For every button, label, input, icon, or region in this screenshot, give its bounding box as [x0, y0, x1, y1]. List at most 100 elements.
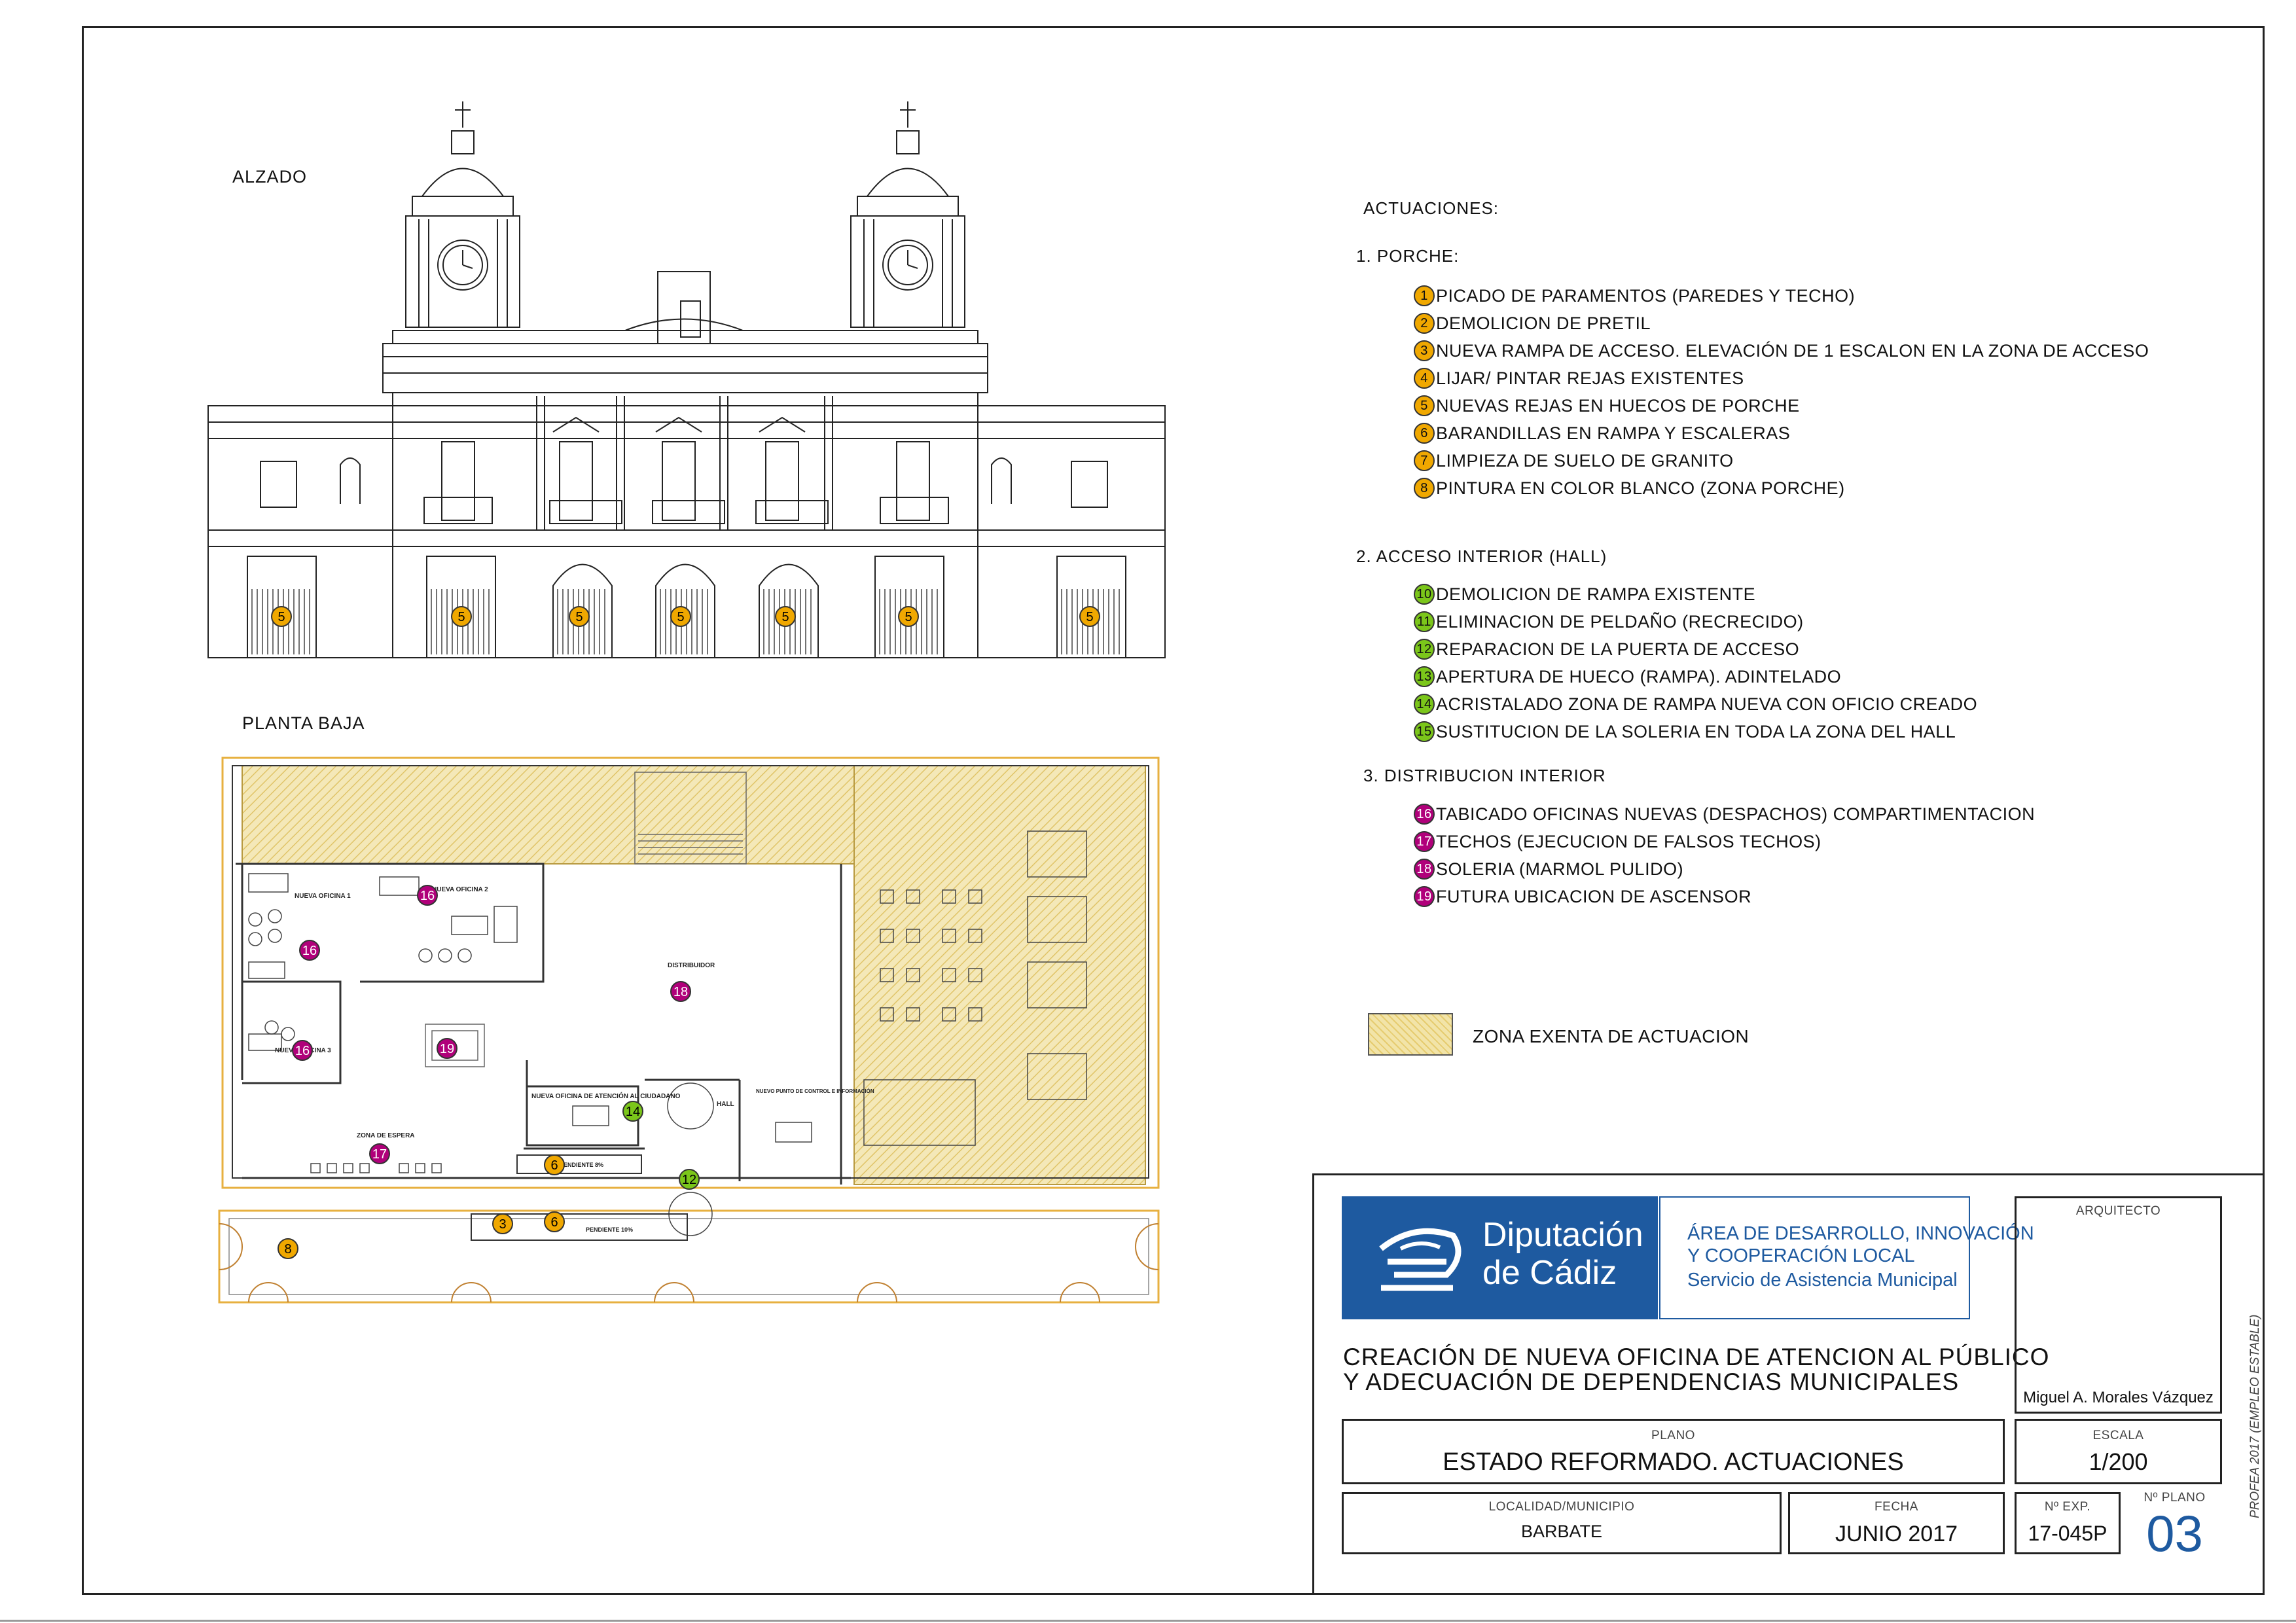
expediente-label: Nº EXP. [2044, 1500, 2091, 1514]
list-item-text: APERTURA DE HUECO (RAMPA). ADINTELADO [1436, 666, 1842, 687]
marker-badge: 1 [1414, 285, 1435, 306]
expediente-value: 17-045P [2028, 1522, 2108, 1545]
architect-name: Miguel A. Morales Vázquez [2023, 1389, 2214, 1406]
plan-marker-19: 19 [437, 1038, 457, 1059]
elevation-marker-5: 5 [1079, 606, 1100, 627]
list-item-text: SUSTITUCION DE LA SOLERIA EN TODA LA ZON… [1436, 721, 1956, 741]
svg-text:17: 17 [372, 1147, 387, 1162]
svg-text:5: 5 [905, 610, 912, 624]
plan-label-distribuidor: DISTRIBUIDOR [668, 962, 715, 969]
svg-text:5: 5 [575, 610, 583, 624]
section-title-hall: 2. ACCESO INTERIOR (HALL) [1356, 546, 1607, 566]
elevation-marker-5: 5 [271, 606, 292, 627]
list-item-text: PINTURA EN COLOR BLANCO (ZONA PORCHE) [1436, 478, 1845, 498]
marker-badge: 11 [1414, 611, 1435, 632]
legend-swatch [1368, 1013, 1453, 1056]
svg-text:16: 16 [420, 889, 435, 903]
list-item-text: NUEVAS REJAS EN HUECOS DE PORCHE [1436, 395, 1800, 416]
svg-text:6: 6 [550, 1158, 558, 1173]
list-item-text: REPARACION DE LA PUERTA DE ACCESO [1436, 639, 1800, 659]
diputacion-emblem-icon [1379, 1228, 1462, 1291]
org-name: Diputación de Cádiz [1482, 1216, 1643, 1292]
list-item-text: FUTURA UBICACION DE ASCENSOR [1436, 886, 1752, 906]
marker-badge: 7 [1414, 450, 1435, 471]
svg-text:5: 5 [278, 610, 285, 624]
area-service: Servicio de Asistencia Municipal [1687, 1270, 1958, 1291]
project-title: CREACIÓN DE NUEVA OFICINA DE ATENCION AL… [1343, 1344, 2050, 1395]
marker-badge: 5 [1414, 395, 1435, 416]
svg-text:5: 5 [457, 610, 465, 624]
marker-badge: 16 [1414, 804, 1435, 825]
elevation-marker-5: 5 [451, 606, 472, 627]
plan-marker-12: 12 [679, 1169, 700, 1190]
svg-text:18: 18 [673, 985, 688, 999]
svg-text:16: 16 [295, 1044, 310, 1058]
plan-marker-18: 18 [670, 981, 691, 1002]
list-item-text: DEMOLICION DE RAMPA EXISTENTE [1436, 584, 1756, 604]
plan-marker-16: 16 [292, 1040, 313, 1061]
exempt-zone-east [853, 765, 1146, 1185]
elevation-marker-5: 5 [670, 606, 691, 627]
nplano-label: Nº PLANO [2144, 1491, 2206, 1505]
legend-label: ZONA EXENTA DE ACTUACION [1473, 1026, 1749, 1046]
plan-marker-6: 6 [544, 1154, 565, 1175]
svg-text:16: 16 [302, 944, 317, 958]
list-item-text: ELIMINACION DE PELDAÑO (RECRECIDO) [1436, 611, 1804, 632]
svg-text:3: 3 [499, 1217, 506, 1232]
fecha-value: JUNIO 2017 [1835, 1522, 1958, 1546]
elevation-marker-5: 5 [569, 606, 590, 627]
svg-text:19: 19 [440, 1042, 454, 1056]
marker-badge: 12 [1414, 639, 1435, 660]
plan-marker-14: 14 [622, 1101, 643, 1122]
section-title-porche: 1. PORCHE: [1356, 246, 1460, 266]
marker-badge: 10 [1414, 584, 1435, 605]
marker-badge: 6 [1414, 423, 1435, 444]
plan-label-oficina-atencion: NUEVA OFICINA DE ATENCIÓN AL CIUDADANO [531, 1092, 681, 1100]
plano-box [1342, 1419, 2005, 1484]
list-item-text: NUEVA RAMPA DE ACCESO. ELEVACIÓN DE 1 ES… [1436, 340, 2149, 361]
svg-text:14: 14 [626, 1105, 640, 1119]
escala-box [2015, 1419, 2222, 1484]
svg-text:5: 5 [677, 610, 684, 624]
plan-marker-6: 6 [544, 1211, 565, 1232]
plan-label: PLANTA BAJA [242, 713, 365, 733]
plan-marker-16: 16 [417, 885, 438, 906]
title-block [1312, 1173, 2265, 1595]
area-box [1659, 1196, 1970, 1319]
escala-label: ESCALA [2092, 1429, 2144, 1442]
svg-text:8: 8 [284, 1242, 291, 1257]
plan-marker-8: 8 [278, 1238, 298, 1259]
plan-label-pendiente-8: PENDIENTE 8% [560, 1162, 603, 1168]
list-item-text: ACRISTALADO ZONA DE RAMPA NUEVA CON OFIC… [1436, 694, 1978, 714]
marker-badge: 15 [1414, 721, 1435, 742]
diputacion-logo [1342, 1196, 1658, 1319]
sheet-edge [0, 1620, 2296, 1622]
marker-badge: 8 [1414, 478, 1435, 499]
drawing-frame [82, 26, 2265, 1595]
fecha-label: FECHA [1874, 1500, 1918, 1514]
localidad-value: BARBATE [1520, 1522, 1603, 1541]
architect-box [2015, 1196, 2222, 1414]
escala-value: 1/200 [2089, 1448, 2148, 1475]
marker-badge: 18 [1414, 859, 1435, 880]
plano-label: PLANO [1651, 1429, 1695, 1442]
plano-value: ESTADO REFORMADO. ACTUACIONES [1443, 1448, 1904, 1476]
plan-label-hall: HALL [717, 1101, 734, 1108]
svg-text:12: 12 [682, 1173, 696, 1187]
plan-marker-16: 16 [299, 940, 320, 961]
